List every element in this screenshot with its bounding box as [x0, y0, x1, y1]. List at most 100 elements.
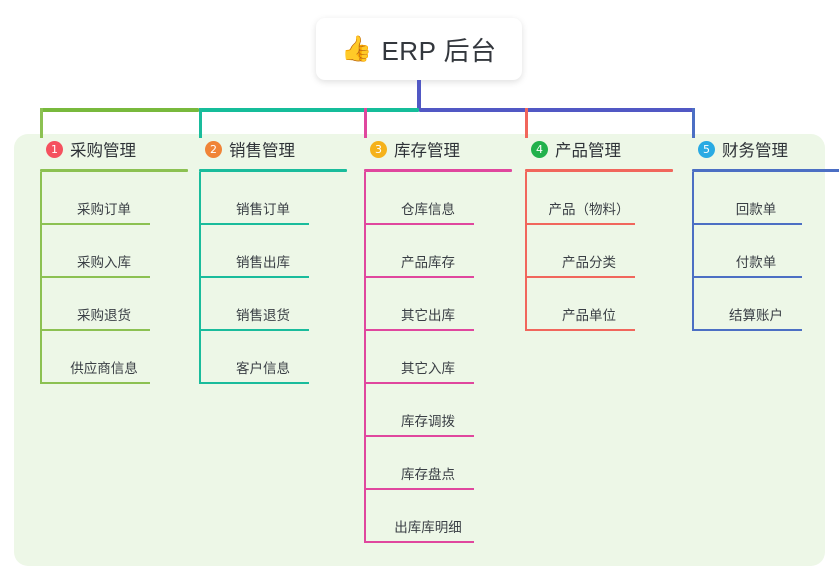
- leaf-label: 其它入库: [401, 361, 455, 376]
- leaf-label: 库存盘点: [401, 467, 455, 482]
- leaf-label: 产品分类: [562, 255, 616, 270]
- column-items: 仓库信息产品库存其它出库其它入库库存调拨库存盘点出库库明细: [364, 172, 514, 543]
- column-drop-connector: [525, 108, 528, 138]
- leaf-underline: [199, 276, 309, 278]
- columns-panel: [14, 134, 825, 566]
- leaf-item[interactable]: 库存调拨: [364, 384, 474, 437]
- leaf-label: 采购退货: [77, 308, 131, 323]
- leaf-underline: [692, 223, 802, 225]
- column-库存管理: 3 库存管理仓库信息产品库存其它出库其它入库库存调拨库存盘点出库库明细: [364, 108, 514, 543]
- column-header[interactable]: 3 库存管理: [364, 134, 514, 164]
- leaf-label: 客户信息: [236, 361, 290, 376]
- root-title: ERP 后台: [381, 35, 497, 66]
- leaf-underline: [692, 329, 802, 331]
- column-items: 采购订单采购入库采购退货供应商信息: [40, 172, 190, 384]
- leaf-label: 产品（物料）: [548, 202, 630, 217]
- column-items: 产品（物料） 产品分类产品单位: [525, 172, 675, 331]
- thumbs-up-icon: 👍: [341, 34, 373, 63]
- leaf-underline: [40, 276, 150, 278]
- leaf-label: 回款单: [735, 202, 777, 217]
- leaf-item[interactable]: 产品库存: [364, 225, 474, 278]
- leaf-label: 销售退货: [236, 308, 290, 323]
- bus-teal: [199, 108, 419, 112]
- leaf-item[interactable]: 其它出库: [364, 278, 474, 331]
- leaf-item[interactable]: 销售出库: [199, 225, 309, 278]
- leaf-label: 产品库存: [401, 255, 455, 270]
- column-spine-connector: [692, 172, 694, 331]
- column-drop-connector: [199, 108, 202, 138]
- leaf-label: 销售订单: [236, 202, 290, 217]
- leaf-item[interactable]: 结算账户: [692, 278, 802, 331]
- column-title: 销售管理: [229, 142, 295, 160]
- leaf-label: 产品单位: [562, 308, 616, 323]
- leaf-label: 库存调拨: [401, 414, 455, 429]
- leaf-underline: [40, 223, 150, 225]
- leaf-item[interactable]: 回款单: [692, 172, 802, 225]
- bus-blue: [419, 108, 695, 112]
- leaf-underline: [364, 276, 474, 278]
- leaf-item[interactable]: 销售退货: [199, 278, 309, 331]
- leaf-item[interactable]: 供应商信息: [40, 331, 150, 384]
- leaf-item[interactable]: 库存盘点: [364, 437, 474, 490]
- leaf-label: 结算账户: [729, 308, 783, 323]
- column-spine-connector: [40, 172, 42, 384]
- leaf-item[interactable]: 采购订单: [40, 172, 150, 225]
- leaf-underline: [364, 329, 474, 331]
- bus-green: [40, 108, 199, 112]
- leaf-underline: [199, 382, 309, 384]
- column-spine-connector: [364, 172, 366, 543]
- leaf-item[interactable]: 产品分类: [525, 225, 635, 278]
- column-title: 财务管理: [722, 142, 788, 160]
- column-number-badge: 2: [205, 140, 222, 158]
- column-采购管理: 1 采购管理采购订单采购入库采购退货供应商信息: [40, 108, 190, 384]
- column-underline: [199, 169, 347, 172]
- leaf-label: 付款单: [735, 255, 777, 270]
- leaf-label: 出库库明细: [394, 520, 462, 535]
- leaf-item[interactable]: 产品（物料）: [525, 172, 635, 225]
- leaf-label: 供应商信息: [70, 361, 138, 376]
- leaf-underline: [525, 276, 635, 278]
- column-number-badge: 1: [46, 140, 63, 158]
- column-title: 采购管理: [70, 142, 136, 160]
- column-header[interactable]: 2 销售管理: [199, 134, 349, 164]
- root-node[interactable]: 👍 ERP 后台: [316, 18, 522, 80]
- column-items: 销售订单销售出库销售退货客户信息: [199, 172, 349, 384]
- column-items: 回款单付款单结算账户: [692, 172, 839, 331]
- column-number-badge: 4: [531, 140, 548, 158]
- leaf-underline: [364, 382, 474, 384]
- leaf-underline: [199, 223, 309, 225]
- leaf-underline: [525, 223, 635, 225]
- leaf-item[interactable]: 产品单位: [525, 278, 635, 331]
- leaf-label: 采购订单: [77, 202, 131, 217]
- leaf-label: 销售出库: [236, 255, 290, 270]
- column-title: 库存管理: [394, 142, 460, 160]
- leaf-underline: [364, 541, 474, 543]
- leaf-underline: [40, 382, 150, 384]
- leaf-label: 其它出库: [401, 308, 455, 323]
- column-销售管理: 2 销售管理销售订单销售出库销售退货客户信息: [199, 108, 349, 384]
- leaf-item[interactable]: 出库库明细: [364, 490, 474, 543]
- leaf-item[interactable]: 销售订单: [199, 172, 309, 225]
- column-underline: [692, 169, 839, 172]
- column-header[interactable]: 1 采购管理: [40, 134, 190, 164]
- column-number-badge: 3: [370, 140, 387, 158]
- leaf-underline: [692, 276, 802, 278]
- leaf-item[interactable]: 采购入库: [40, 225, 150, 278]
- leaf-item[interactable]: 客户信息: [199, 331, 309, 384]
- leaf-item[interactable]: 仓库信息: [364, 172, 474, 225]
- column-underline: [364, 169, 512, 172]
- column-drop-connector: [692, 108, 695, 138]
- leaf-item[interactable]: 其它入库: [364, 331, 474, 384]
- leaf-item[interactable]: 付款单: [692, 225, 802, 278]
- leaf-underline: [199, 329, 309, 331]
- leaf-underline: [525, 329, 635, 331]
- column-underline: [40, 169, 188, 172]
- column-spine-connector: [525, 172, 527, 331]
- leaf-item[interactable]: 采购退货: [40, 278, 150, 331]
- leaf-underline: [364, 223, 474, 225]
